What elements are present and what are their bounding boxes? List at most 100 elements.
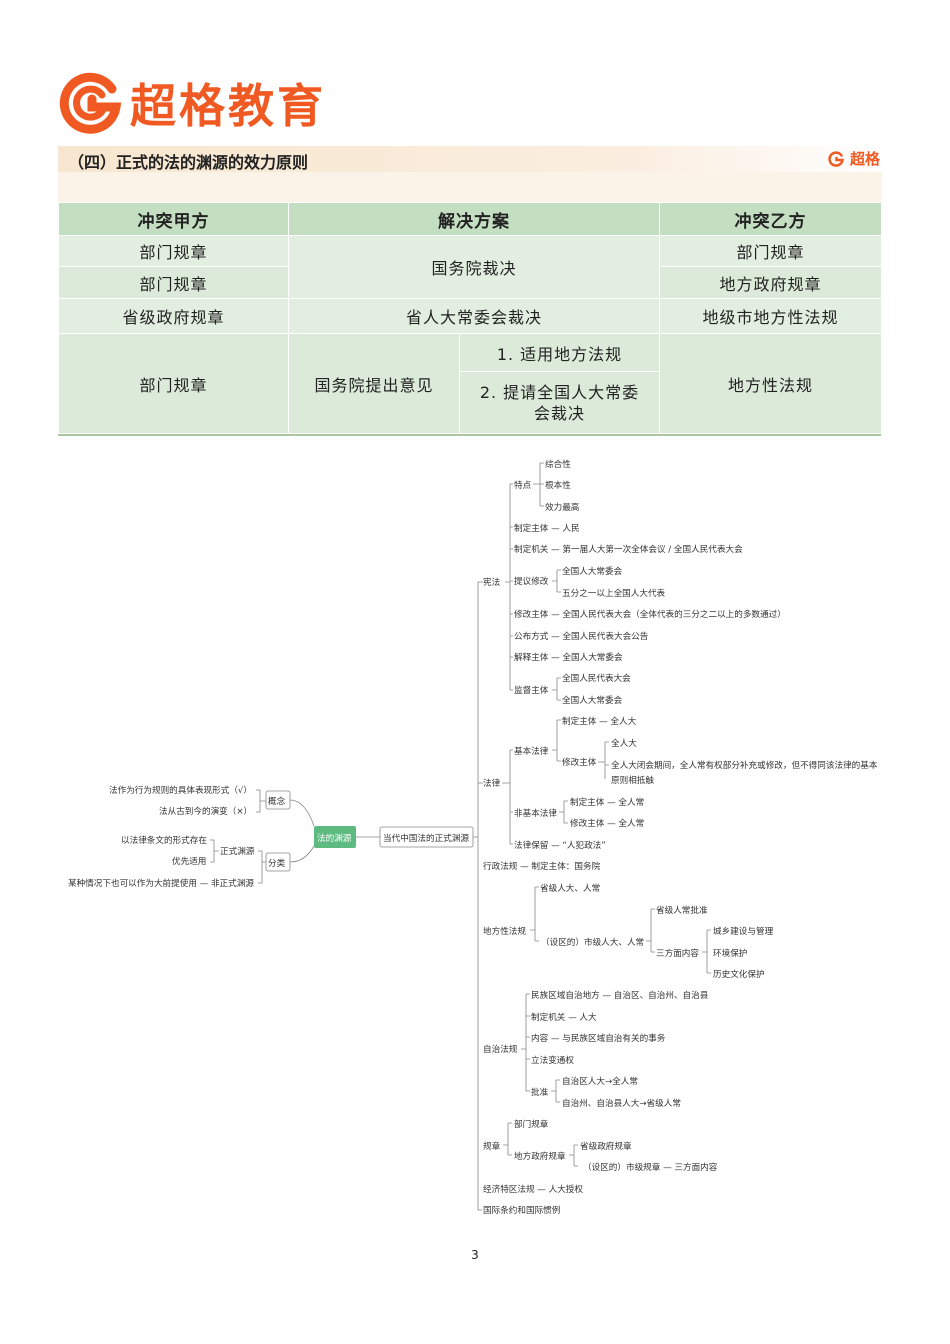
cell-r2-a: 部门规章: [58, 266, 289, 299]
city-bracket: [646, 908, 655, 953]
basic-amend-2: 全人大闭会期间，全人常有权部分补充或修改，但不得同该法律的基本: [611, 759, 878, 771]
cell-r4-a: 部门规章: [58, 333, 289, 434]
root-node: [314, 826, 356, 848]
nonbasic-law-label: 非基本法律: [514, 807, 557, 819]
three-1: 城乡建设与管理: [713, 925, 774, 937]
autonomy-approve-bracket: [551, 1079, 560, 1103]
cell-r4-b: 地方性法规: [659, 333, 882, 434]
brand-small-icon: [828, 150, 844, 167]
main-label: 当代中国法的正式渊源: [383, 832, 469, 844]
constitution-organ: 制定机关 — 第一届人大第一次全体会议 / 全国人民代表大会: [514, 543, 743, 555]
nonbasic-bracket: [559, 800, 568, 824]
header-party-a: 冲突甲方: [58, 202, 289, 236]
concept-item-1: 法作为行为规则的具体表现形式（√）: [109, 784, 252, 796]
basic-amend-bracket: [598, 741, 609, 779]
brand-name: 超格教育: [130, 79, 326, 133]
root-left-links: [289, 799, 315, 863]
formal-item-2: 优先适用: [172, 855, 206, 867]
classify-bracket: [258, 850, 266, 884]
intl-treaties: 国际条约和国际惯例: [483, 1204, 560, 1216]
features-bracket: [533, 462, 544, 507]
basic-law-amend: 修改主体: [562, 756, 597, 768]
three-2: 环境保护: [713, 947, 747, 959]
constitution-bracket: [505, 483, 513, 691]
rules-bracket: [503, 1122, 512, 1156]
basic-law-label: 基本法律: [514, 745, 549, 757]
basic-law-bracket: [552, 719, 561, 762]
sez-regulation: 经济特区法规 — 人大授权: [483, 1183, 583, 1195]
local-province: 省级人大、人常: [540, 882, 600, 894]
admin-regulation: 行政法规 — 制定主体：国务院: [483, 860, 601, 872]
cell-r4-step2-text: 2. 提请全国人大常委会裁决: [479, 382, 640, 423]
cell-r4-step1: 1. 适用地方法规: [459, 333, 660, 372]
section-title: （四）正式的法的渊源的效力原则: [68, 153, 309, 172]
nonbasic-2: 修改主体 — 全人常: [570, 817, 644, 829]
formal-bracket: [210, 839, 219, 863]
cell-r3-solution: 省人大常委会裁决: [288, 298, 660, 334]
cell-r2-b: 地方政府规章: [659, 266, 882, 299]
header-party-b: 冲突乙方: [659, 202, 882, 236]
section-header: （四）正式的法的渊源的效力原则 超格: [58, 146, 882, 172]
autonomy-2: 制定机关 — 人大: [531, 1011, 597, 1023]
brand-logo: 超格教育: [58, 68, 326, 138]
cell-r4-step2: 2. 提请全国人大常委会裁决: [459, 371, 660, 434]
constitution-interpret: 解释主体 — 全国人大常委会: [514, 651, 623, 663]
autonomy-approve: 批准: [531, 1086, 549, 1098]
law-label: 法律: [483, 777, 501, 789]
header-solution: 解决方案: [288, 202, 660, 236]
local-approve: 省级人常批准: [656, 904, 708, 916]
cell-r1-a: 部门规章: [58, 235, 289, 267]
features-label: 特点: [514, 479, 532, 491]
autonomy-bracket: [521, 993, 530, 1092]
cell-r3-a: 省级政府规章: [58, 298, 289, 334]
feature-2: 根本性: [545, 479, 571, 491]
law-reserve: 法律保留 — “人犯政法”: [514, 839, 606, 851]
autonomy-3: 内容 — 与民族区域自治有关的事务: [531, 1032, 666, 1044]
propose-label: 提议修改: [514, 575, 549, 587]
local-label: 地方性法规: [483, 925, 526, 937]
rules-localgov: 地方政府规章: [514, 1150, 566, 1162]
local-three: 三方面内容: [656, 947, 699, 959]
localgov-bracket: [569, 1144, 578, 1167]
section-subbar: [58, 172, 882, 202]
constitution-maker: 制定主体 — 人民: [514, 522, 580, 534]
autonomy-approve-1: 自治区人大→全人常: [562, 1075, 638, 1087]
concept-item-2: 法从古到今的演变（×）: [159, 805, 252, 817]
concept-bracket: [256, 789, 266, 813]
formal-label: 正式渊源: [220, 845, 255, 857]
classify-label: 分类: [268, 857, 286, 869]
informal-label: 某种情况下也可以作为大前提使用 — 非正式渊源: [68, 877, 254, 889]
basic-law-maker: 制定主体 — 全人大: [562, 715, 637, 727]
conflict-table: 冲突甲方 解决方案 冲突乙方 部门规章 国务院裁决 部门规章 部门规章 地方政府…: [58, 202, 882, 434]
section-brand: 超格: [827, 148, 880, 169]
section-brand-text: 超格: [849, 150, 880, 168]
cell-r12-solution: 国务院裁决: [288, 235, 660, 299]
page-number: 3: [471, 1248, 479, 1262]
constitution-publish: 公布方式 — 全国人民代表大会公告: [514, 630, 649, 642]
nonbasic-1: 制定主体 — 全人常: [570, 796, 644, 808]
propose-bracket: [552, 569, 561, 593]
table-bottom-border: [58, 434, 881, 436]
cell-r4-solution: 国务院提出意见: [288, 333, 460, 434]
three-3: 历史文化保护: [713, 968, 765, 980]
law-bracket: [502, 749, 513, 845]
root-label: 法的渊源: [317, 832, 352, 844]
feature-1: 综合性: [545, 458, 571, 470]
autonomy-1: 民族区域自治地方 — 自治区、自治州、自治县: [531, 989, 709, 1001]
supervise-1: 全国人民代表大会: [562, 672, 631, 684]
basic-amend-1: 全人大: [611, 737, 637, 749]
supervise-2: 全国人大常委会: [562, 694, 623, 706]
local-city: （设区的）市级人大、人常: [541, 936, 644, 948]
propose-1: 全国人大常委会: [562, 565, 623, 577]
mindmap: 法作为行为规则的具体表现形式（√） 法从古到今的演变（×） 概念 以法律条文的形…: [68, 458, 878, 1216]
cell-r3-b: 地级市地方性法规: [659, 298, 882, 334]
supervise-label: 监督主体: [514, 684, 549, 696]
constitution-label: 宪法: [483, 576, 501, 588]
rules-label: 规章: [483, 1140, 501, 1152]
propose-2: 五分之一以上全国人大代表: [562, 587, 666, 599]
formal-item-1: 以法律条文的形式存在: [121, 834, 207, 846]
supervise-bracket: [552, 677, 561, 701]
local-bracket: [530, 886, 539, 942]
localgov-2: （设区的）市级规章 — 三方面内容: [583, 1161, 718, 1173]
constitution-amend: 修改主体 — 全国人民代表大会（全体代表的三分之二以上的多数通过）: [514, 608, 786, 620]
